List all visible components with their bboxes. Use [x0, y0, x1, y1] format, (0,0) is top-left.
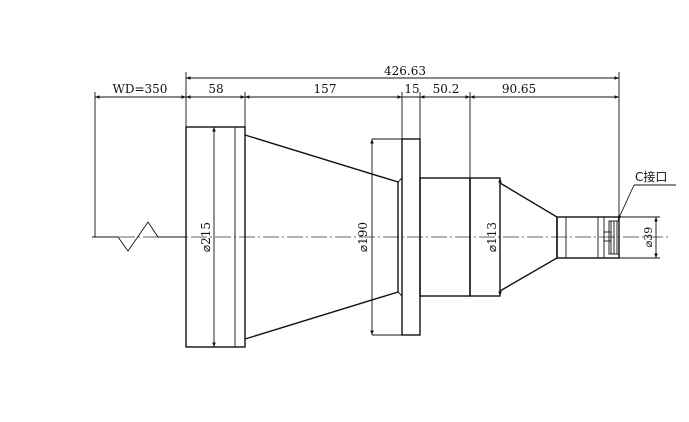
c-mount-leader: [617, 184, 635, 221]
dim-working-distance: WD=350: [113, 82, 168, 96]
dim-seg5: 90.65: [502, 82, 536, 96]
working-distance-break-symbol: [92, 221, 186, 252]
dim-diameter-113: ⌀113: [485, 222, 499, 252]
dim-overall-length: 426.63: [384, 64, 426, 78]
dim-seg4: 50.2: [433, 82, 460, 96]
dim-seg1: 58: [208, 82, 223, 96]
c-mount-label: C接口: [635, 169, 667, 184]
c-mount-screw: [603, 231, 612, 242]
cone-section: [244, 134, 399, 340]
dim-diameter-215: ⌀215: [199, 222, 213, 252]
dim-diameter-39: ⌀39: [642, 227, 655, 248]
dim-seg2: 157: [314, 82, 337, 96]
dim-seg3: 15: [404, 82, 419, 96]
dim-diameter-190: ⌀190: [356, 222, 370, 252]
